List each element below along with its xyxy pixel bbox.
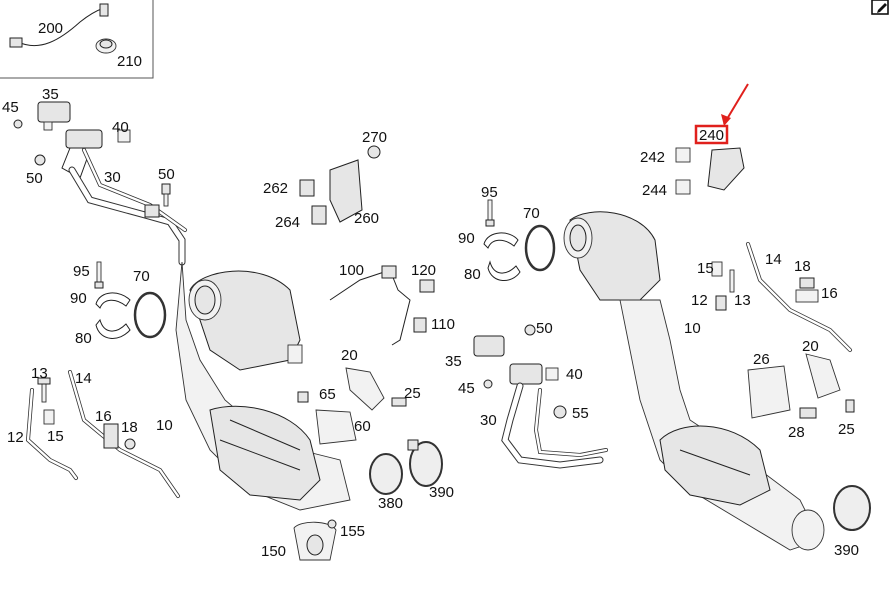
label-10: 10 <box>684 320 701 337</box>
label-40: 40 <box>112 119 129 136</box>
label-16: 16 <box>821 285 838 302</box>
left-assembly <box>13 101 351 511</box>
label-35: 35 <box>42 86 59 103</box>
label-50: 50 <box>26 170 43 187</box>
label-150: 150 <box>261 543 286 560</box>
label-28: 28 <box>788 424 805 441</box>
label-20: 20 <box>802 338 819 355</box>
label-264: 264 <box>275 214 300 231</box>
label-25: 25 <box>838 421 855 438</box>
label-95: 95 <box>481 184 498 201</box>
label-30: 30 <box>104 169 121 186</box>
label-12: 12 <box>691 292 708 309</box>
edit-icon[interactable] <box>871 0 889 15</box>
label-16: 16 <box>95 408 112 425</box>
label-26: 26 <box>753 351 770 368</box>
label-55: 55 <box>572 405 589 422</box>
label-13: 13 <box>734 292 751 309</box>
label-15: 15 <box>697 260 714 277</box>
label-155: 155 <box>340 523 365 540</box>
label-90: 90 <box>458 230 475 247</box>
label-262: 262 <box>263 180 288 197</box>
label-45: 45 <box>458 380 475 397</box>
inset-box: 200 210 <box>0 0 154 79</box>
label-390: 390 <box>429 484 454 501</box>
part-labels: 45 35 40 50 30 50 95 70 90 80 13 14 12 1… <box>2 86 859 560</box>
label-70: 70 <box>523 205 540 222</box>
highlight-box-240 <box>694 124 729 145</box>
label-15: 15 <box>47 428 64 445</box>
label-14: 14 <box>765 251 782 268</box>
label-45: 45 <box>2 99 19 116</box>
label-380: 380 <box>378 495 403 512</box>
label-80: 80 <box>464 266 481 283</box>
label-200: 200 <box>38 20 63 37</box>
label-30: 30 <box>480 412 497 429</box>
label-240: 240 <box>699 127 724 144</box>
label-14: 14 <box>75 370 92 387</box>
label-50: 50 <box>158 166 175 183</box>
label-100: 100 <box>339 262 364 279</box>
label-60: 60 <box>354 418 371 435</box>
label-35: 35 <box>445 353 462 370</box>
label-18: 18 <box>121 419 138 436</box>
right-assembly <box>473 83 871 551</box>
label-270: 270 <box>362 129 387 146</box>
label-40: 40 <box>566 366 583 383</box>
label-25: 25 <box>404 385 421 402</box>
label-80: 80 <box>75 330 92 347</box>
label-95: 95 <box>73 263 90 280</box>
label-242: 242 <box>640 149 665 166</box>
label-120: 120 <box>411 262 436 279</box>
label-13: 13 <box>31 365 48 382</box>
label-18: 18 <box>794 258 811 275</box>
center-assembly <box>293 145 443 561</box>
label-20: 20 <box>341 347 358 364</box>
label-110: 110 <box>431 316 455 333</box>
label-70: 70 <box>133 268 150 285</box>
label-65: 65 <box>319 386 336 403</box>
label-12: 12 <box>7 429 24 446</box>
label-390: 390 <box>834 542 859 559</box>
label-244: 244 <box>642 182 667 199</box>
label-50: 50 <box>536 320 553 337</box>
label-210: 210 <box>117 53 142 70</box>
label-10: 10 <box>156 417 173 434</box>
label-260: 260 <box>354 210 379 227</box>
label-90: 90 <box>70 290 87 307</box>
